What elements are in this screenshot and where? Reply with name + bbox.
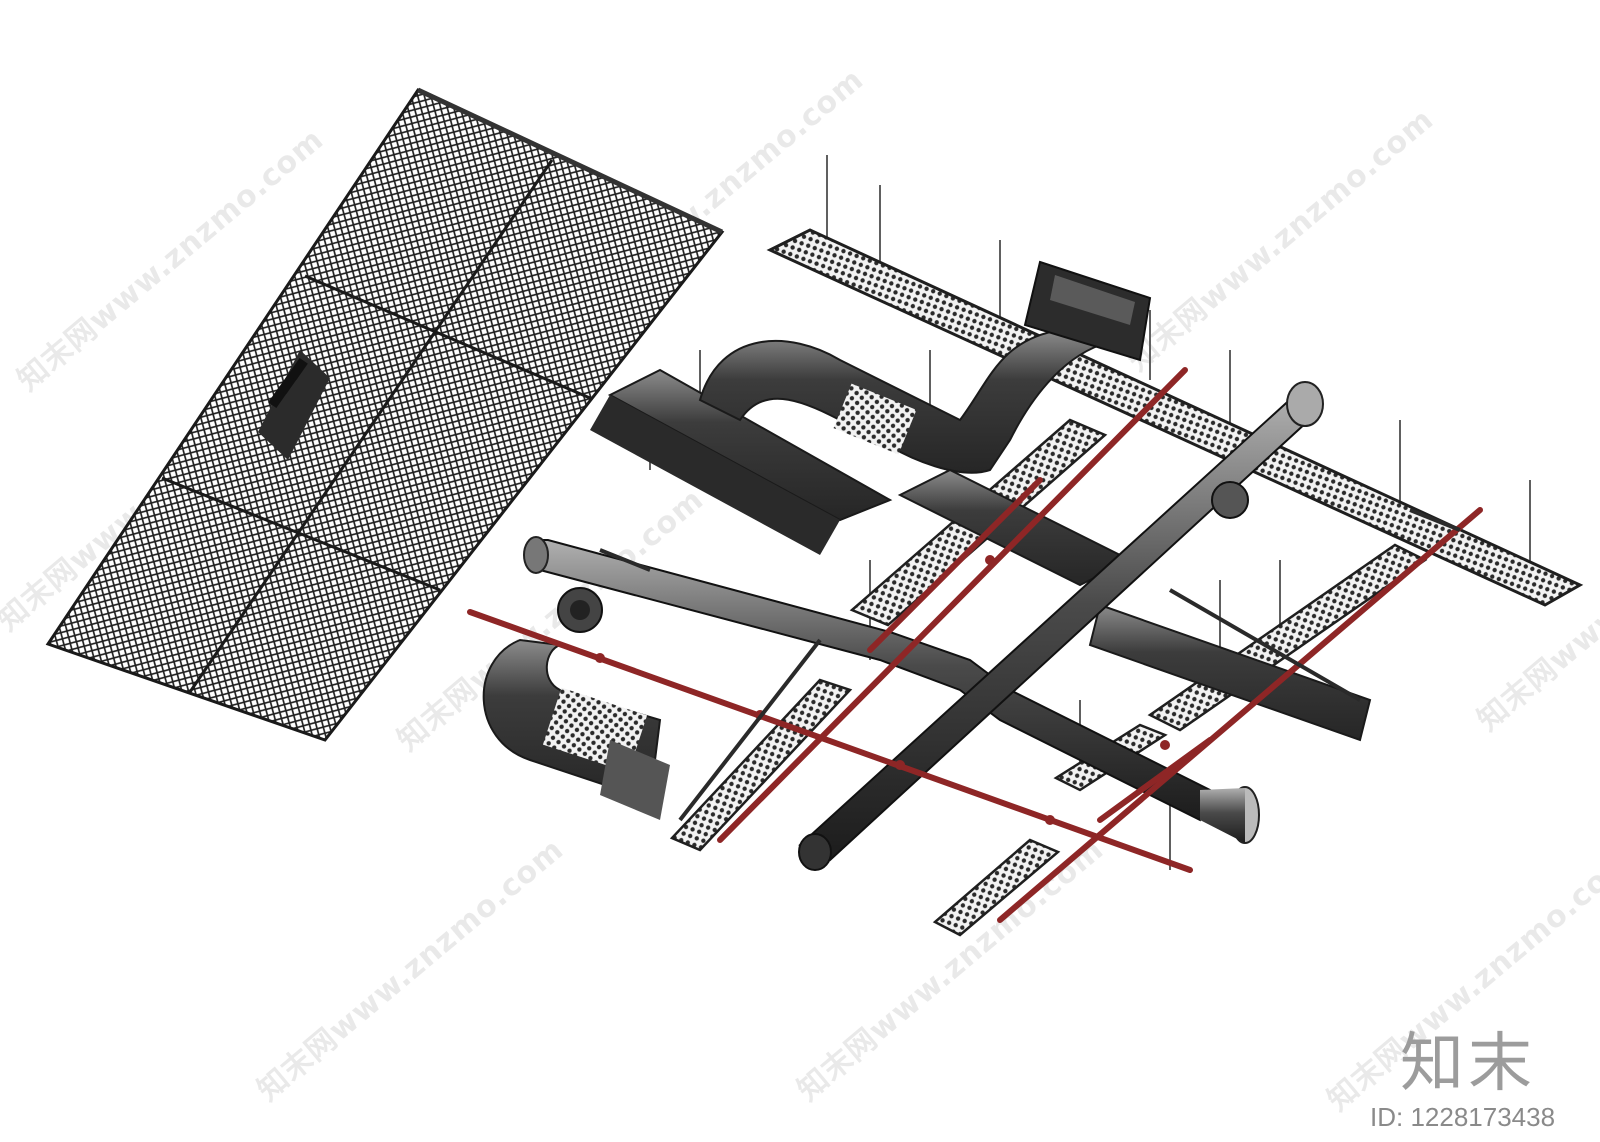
mesh-ceiling-panel	[45, 87, 725, 742]
ventilation-duct-network	[482, 260, 1372, 820]
asset-id-label: ID: 1228173438	[1370, 1102, 1556, 1132]
brand-logo: 知末	[1400, 1027, 1536, 1101]
support-channels	[599, 508, 1461, 822]
sprinkler-pipe	[467, 367, 1483, 923]
diffuser-block	[258, 350, 330, 460]
spiral-duct	[523, 381, 1324, 871]
